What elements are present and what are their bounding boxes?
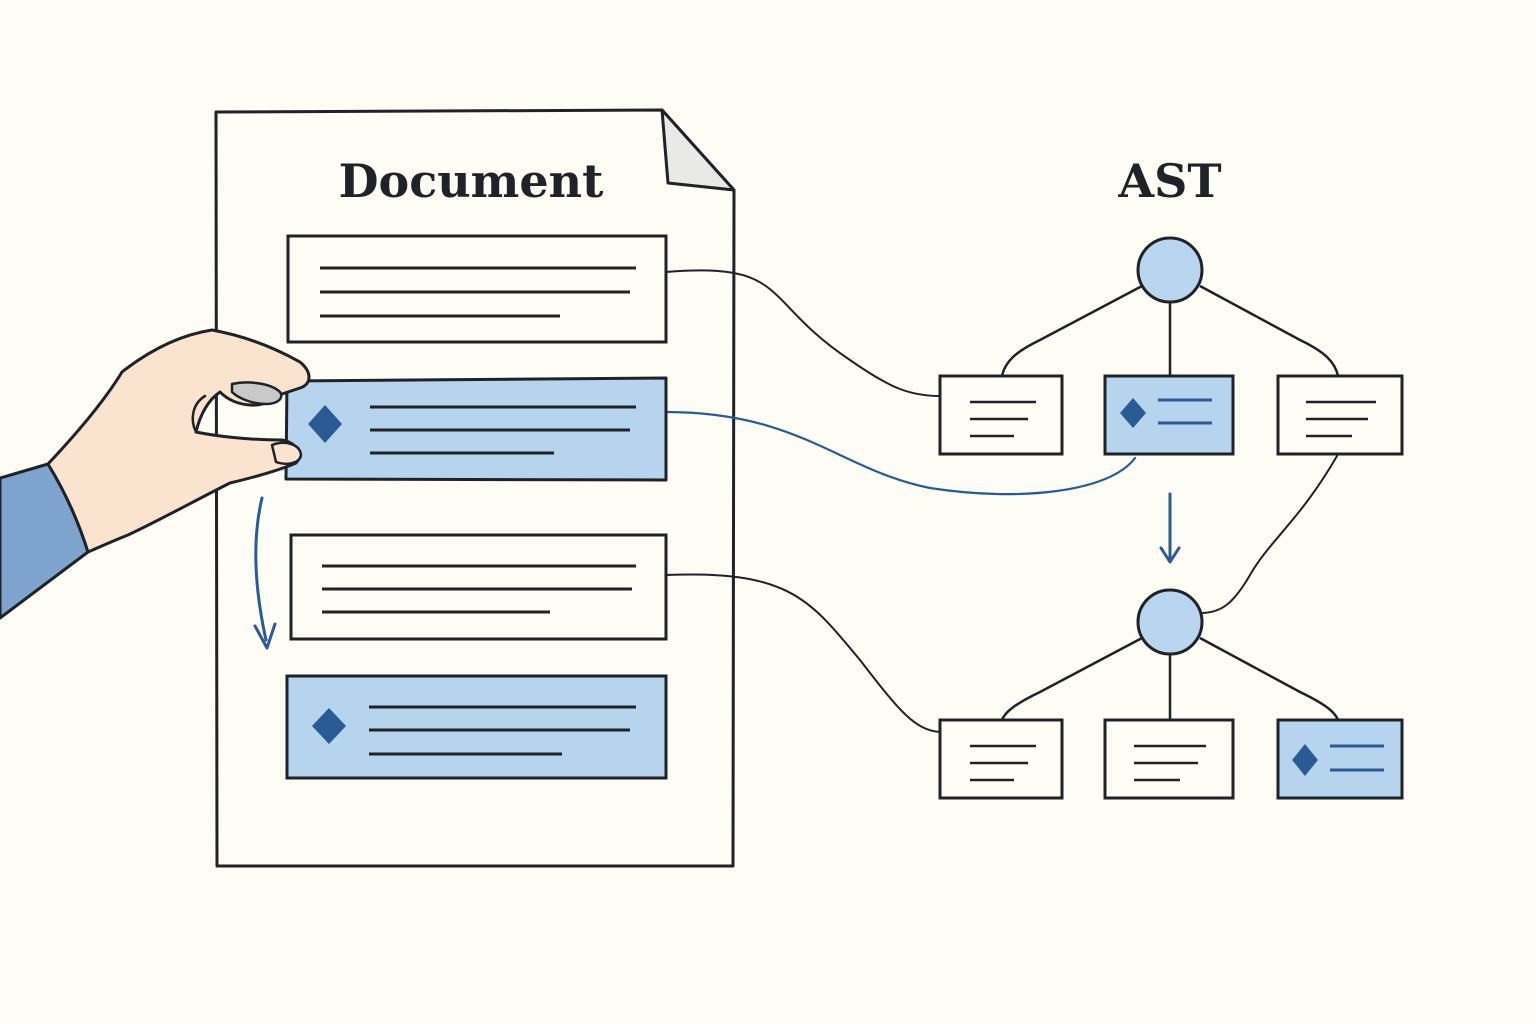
curved-arrow-icon — [253, 496, 277, 650]
hand-icon — [0, 328, 311, 620]
ast-root-edges — [1000, 284, 1340, 377]
ast-subtree-edges — [1000, 636, 1340, 721]
doc-block-3[interactable] — [289, 533, 668, 641]
connector-block3-to-leaf4 — [665, 573, 941, 733]
connector-leaf3-to-subtree — [1202, 455, 1338, 614]
diamond-icon — [312, 708, 346, 744]
diamond-icon — [1120, 398, 1146, 428]
diamond-icon — [308, 405, 342, 443]
ast-leaf-2[interactable] — [1103, 374, 1235, 456]
ast-leaf-5[interactable] — [1103, 718, 1235, 800]
ast-leaf-3[interactable] — [1276, 374, 1404, 456]
connectors — [664, 269, 1338, 733]
ast-leaf-4[interactable] — [938, 718, 1064, 800]
connector-block1-to-leaf1 — [665, 269, 941, 397]
down-arrow-icon — [1159, 492, 1181, 564]
diamond-icon — [1292, 744, 1318, 776]
doc-block-1[interactable] — [286, 234, 668, 344]
ast-title: AST — [1117, 154, 1221, 208]
document-title: Document — [339, 154, 604, 208]
connector-block2-to-leaf2 — [664, 410, 1137, 496]
ast-leaf-1[interactable] — [938, 374, 1064, 456]
page-fold-corner — [660, 108, 736, 192]
ast-root-node[interactable] — [1136, 236, 1204, 304]
doc-block-2[interactable] — [284, 376, 668, 482]
ast-subtree-node[interactable] — [1136, 588, 1204, 656]
doc-block-4[interactable] — [285, 674, 668, 780]
ast-leaf-6[interactable] — [1276, 718, 1404, 800]
